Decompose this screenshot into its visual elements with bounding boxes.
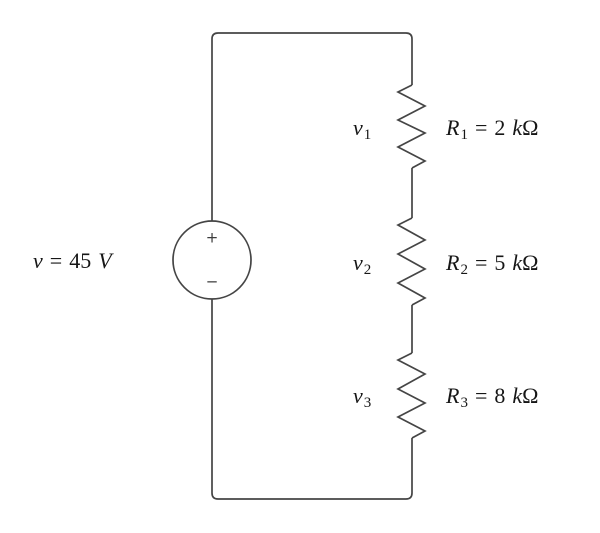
resistance-value: 2: [494, 115, 506, 140]
resistor-r2-symbol: [396, 217, 427, 306]
resistor-sub: 3: [460, 395, 468, 411]
ohm-symbol: Ω: [522, 115, 539, 140]
voltage-source-circle: [172, 220, 252, 300]
minus-sign: −: [205, 272, 219, 291]
source-unit: V: [98, 248, 112, 273]
voltage-sub: 2: [363, 262, 372, 278]
voltage-var: v: [353, 115, 363, 140]
voltage-drop-label-v3: v3: [353, 383, 371, 411]
unit-prefix: k: [512, 383, 523, 408]
ohm-symbol: Ω: [522, 383, 539, 408]
plus-sign: +: [205, 228, 219, 247]
equals-sign: =: [474, 250, 488, 275]
resistor-r3-symbol: [396, 352, 427, 439]
voltage-sub: 1: [363, 127, 372, 143]
voltage-sub: 3: [363, 395, 372, 411]
resistor-sub: 1: [460, 127, 468, 143]
voltage-var: v: [353, 383, 363, 408]
source-value: 45: [69, 248, 92, 273]
wire-bottom-loop: [211, 299, 413, 500]
resistor-var: R: [446, 250, 460, 275]
resistor-r1-symbol: [396, 84, 427, 169]
resistance-value: 8: [494, 383, 506, 408]
equals-sign: =: [474, 115, 488, 140]
unit-prefix: k: [512, 115, 523, 140]
resistance-value: 5: [494, 250, 506, 275]
source-variable: v: [33, 248, 43, 273]
resistor-sub: 2: [460, 262, 468, 278]
voltage-drop-label-v1: v1: [353, 115, 371, 143]
unit-prefix: k: [512, 250, 523, 275]
resistor-var: R: [446, 383, 460, 408]
equals-sign: =: [474, 383, 488, 408]
voltage-drop-label-v2: v2: [353, 250, 371, 278]
wire-top-loop: [211, 32, 413, 221]
ohm-symbol: Ω: [522, 250, 539, 275]
source-equals: =: [49, 248, 63, 273]
resistor-var: R: [446, 115, 460, 140]
voltage-var: v: [353, 250, 363, 275]
